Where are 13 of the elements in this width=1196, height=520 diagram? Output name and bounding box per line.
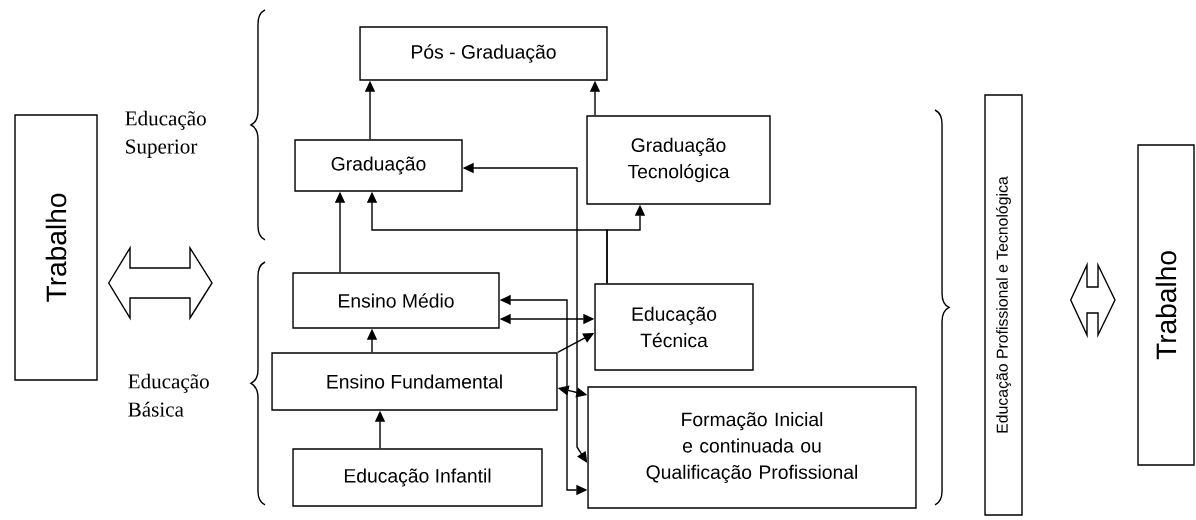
process-box: Graduação — [294, 139, 463, 192]
process-box: Pós - Graduação — [359, 26, 608, 81]
vertical-label-box: Trabalho — [1137, 144, 1195, 466]
process-box: Ensino Fundamental — [271, 352, 558, 411]
process-box: Educação Técnica — [594, 283, 754, 371]
process-box: Graduação Tecnológica — [586, 115, 771, 205]
brace-label: Educação Superior — [125, 110, 206, 158]
process-box: Formação Inicial e continuada ou Qualificação Profissional — [587, 386, 917, 509]
process-box: Educação Infantil — [292, 448, 543, 507]
process-box: Ensino Médio — [292, 272, 500, 329]
vertical-label-box: Trabalho — [14, 114, 98, 381]
vertical-label-box: Educação Profissional e Tecnológica — [984, 94, 1023, 516]
brace-label: Educação Básica — [128, 373, 209, 417]
